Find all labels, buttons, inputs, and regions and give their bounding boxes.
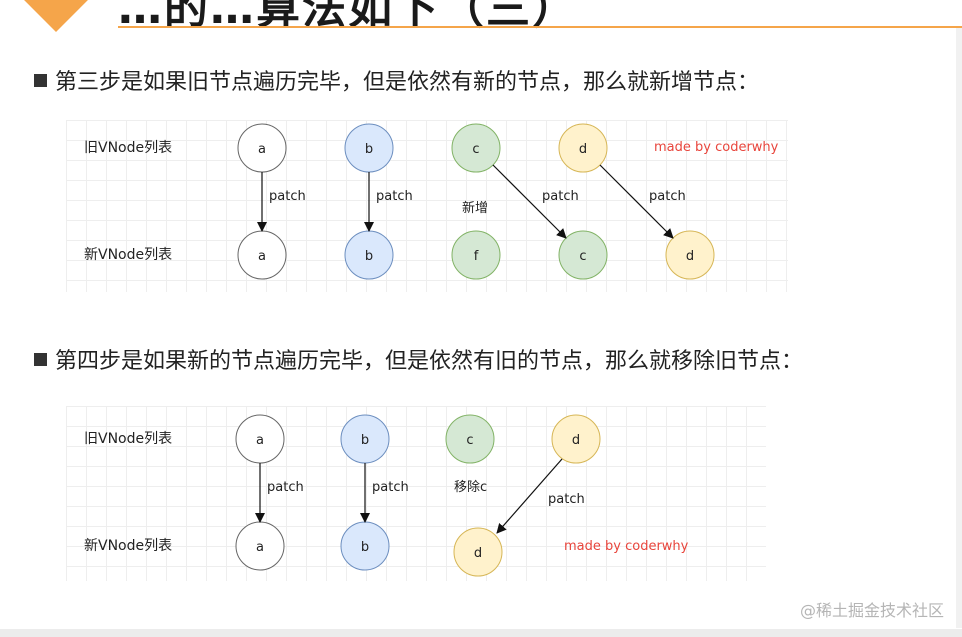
patch-label-c: patch (542, 189, 579, 204)
watermark: @稀土掘金技术社区 (799, 601, 944, 620)
patch-arrow-c (492, 164, 567, 239)
new-node-d-label: d (474, 546, 482, 561)
patch-label-b: patch (376, 189, 413, 204)
new-node-b-label: b (365, 249, 373, 264)
old-vnode-list-label: 旧VNode列表 (84, 140, 172, 156)
old-node-d-label: d (579, 142, 587, 157)
old-node-a-label: a (258, 142, 266, 157)
add-note: 新增 (462, 200, 488, 216)
step4-text: 第四步是如果新的节点遍历完毕，但是依然有旧的节点，那么就移除旧节点： (34, 343, 803, 375)
slide-title: …的…算法如下（三） (118, 0, 578, 34)
old-node-d (551, 414, 601, 464)
bullet-square-icon (34, 74, 47, 87)
new-node-d (665, 230, 715, 280)
new-vnode-list-label: 新VNode列表 (84, 247, 172, 263)
patch-label-a: patch (267, 480, 304, 495)
patch-label-d: patch (548, 492, 585, 507)
scroll-edge (956, 28, 962, 628)
title-underline (118, 26, 962, 28)
step4-text-label: 第四步是如果新的节点遍历完毕，但是依然有旧的节点，那么就移除旧节点： (55, 349, 804, 374)
old-node-d-label: d (572, 433, 580, 448)
step3-diagram: 旧VNode列表 新VNode列表 a b c d a b f c d patc… (66, 120, 788, 292)
patch-label-a: patch (269, 189, 306, 204)
new-node-f (451, 230, 501, 280)
step4-diagram-svg: 旧VNode列表 新VNode列表 a b c d a b d patch pa… (84, 414, 689, 577)
old-vnode-list-label: 旧VNode列表 (84, 431, 172, 447)
new-node-c (558, 230, 608, 280)
old-node-c-label: c (466, 433, 473, 448)
old-node-b-label: b (361, 433, 369, 448)
old-node-c-label: c (472, 142, 479, 157)
bullet-square-icon (34, 353, 47, 366)
old-node-c (451, 123, 501, 173)
new-node-d-label: d (686, 249, 694, 264)
step3-diagram-svg: 旧VNode列表 新VNode列表 a b c d a b f c d patc… (84, 123, 779, 280)
patch-label-b: patch (372, 480, 409, 495)
old-node-a-label: a (256, 433, 264, 448)
patch-label-d: patch (649, 189, 686, 204)
patch-arrow-d (599, 164, 674, 239)
new-node-a-label: a (258, 249, 266, 264)
new-node-a-label: a (256, 540, 264, 555)
new-node-c-label: c (579, 249, 586, 264)
credit-text: made by coderwhy (654, 140, 779, 155)
new-node-f-label: f (474, 249, 479, 264)
remove-note: 移除c (454, 480, 487, 495)
step3-text: 第三步是如果旧节点遍历完毕，但是依然有新的节点，那么就新增节点： (34, 64, 759, 96)
corner-decoration (22, 0, 90, 32)
new-node-b-label: b (361, 540, 369, 555)
patch-arrow-d (496, 458, 563, 534)
new-vnode-list-label: 新VNode列表 (84, 538, 172, 554)
old-node-d (558, 123, 608, 173)
old-node-c (445, 414, 495, 464)
new-node-d (453, 527, 503, 577)
old-node-b-label: b (365, 142, 373, 157)
footer-bar (0, 629, 962, 637)
step3-text-label: 第三步是如果旧节点遍历完毕，但是依然有新的节点，那么就新增节点： (55, 70, 760, 95)
credit-text: made by coderwhy (564, 539, 689, 554)
step4-diagram: 旧VNode列表 新VNode列表 a b c d a b d patch pa… (66, 406, 766, 581)
